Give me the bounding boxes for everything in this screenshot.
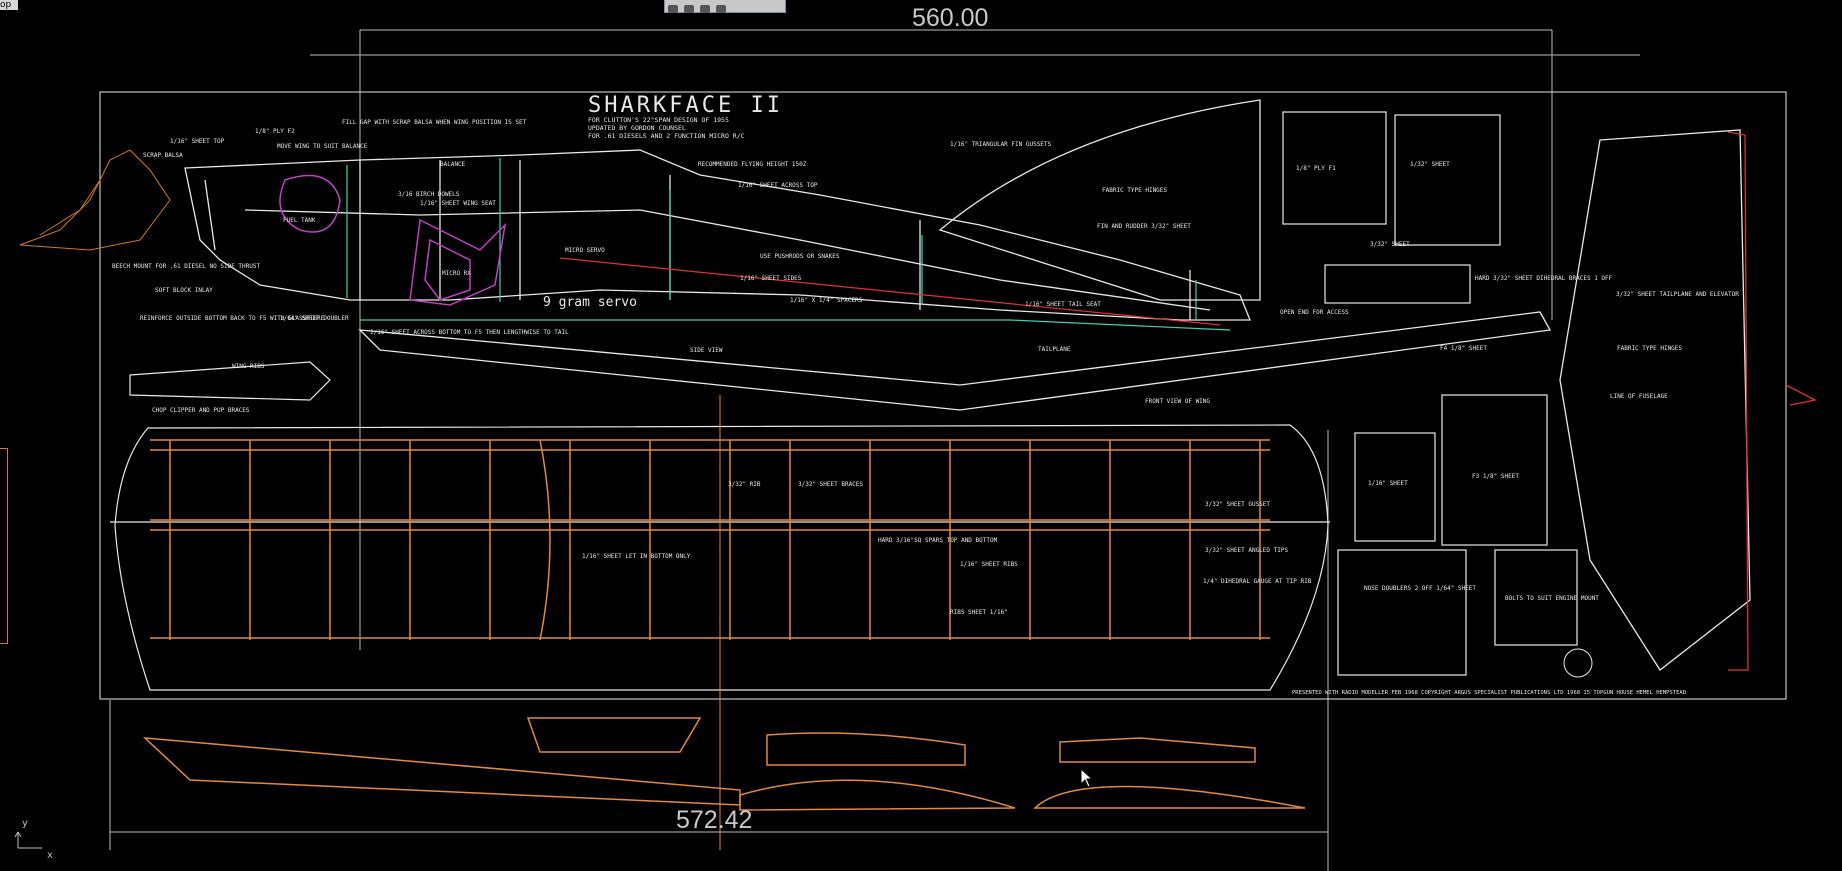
dimension-top-value[interactable]: 560.00 (912, 4, 989, 32)
tail-seat-label: 1/16" SHEET TAIL SEAT (1025, 301, 1101, 308)
dihedral-gauge-label: 1/4" DIHEDRAL GAUGE AT TIP RIB (1203, 578, 1312, 585)
thrust-line (559, 257, 1221, 326)
plan-border (99, 91, 1787, 700)
ply-f1-label: 1/8" PLY F1 (1296, 165, 1336, 172)
pushrods-label: USE PUSHRODS OR SNAKES (760, 253, 840, 260)
sheet-f1-label: 1/32" SHEET (1410, 161, 1450, 168)
doubler-label: 1/64" SHEET DOUBLER (280, 315, 349, 322)
micro-rx-label: MICRO RX (442, 270, 471, 277)
across-bottom-label: 1/16" SHEET ACROSS BOTTOM TO F5 THEN LEN… (370, 329, 569, 336)
credit-line: PRESENTED WITH RADIO MODELLER FEB 1968 C… (1292, 690, 1686, 696)
spacers-label: 1/16" X 1/4" SPACERS (790, 297, 863, 304)
toolbar-tool-icon[interactable] (684, 5, 694, 13)
parts-boxes (1282, 111, 1578, 676)
axis-y-label: y (22, 818, 28, 829)
micro-servo-label: MICRO SERVO (565, 247, 605, 254)
reinforce-label: REINFORCE OUTSIDE BOTTOM BACK TO F5 WITH… (140, 315, 325, 322)
plan-subtitle-3: FOR .61 DIESELS AND 2 FUNCTION MICRO R/C (588, 132, 745, 140)
bottom-parts (142, 717, 1306, 811)
dimension-top (310, 29, 1640, 650)
ribs-sheet-label: RIBS SHEET 1/16" (950, 609, 1008, 616)
toolbar-tool-icon[interactable] (668, 5, 678, 13)
fuselage-magenta-parts (279, 174, 507, 306)
dimension-bottom-value[interactable]: 572.42 (676, 806, 753, 834)
plan-subtitle-2: UPDATED BY GORDON COUNSEL (588, 124, 686, 132)
sheet-sides-label: 1/16" SHEET SIDES (740, 275, 802, 282)
tailplane-elevator-label: 3/32" SHEET TAILPLANE AND ELEVATOR (1616, 291, 1739, 298)
side-view-label: SIDE VIEW (690, 347, 723, 354)
sheet-flat-label: 1/16" SHEET (1368, 480, 1408, 487)
servo-label: 9 gram servo (543, 295, 637, 310)
toolbar-tool-icon[interactable] (716, 5, 726, 13)
wing-ribs-label: WING RIBS (232, 363, 265, 370)
fabric-hinges-tail-label: FABRIC TYPE HINGES (1617, 345, 1682, 352)
balance-label: BALANCE (440, 161, 466, 168)
f3-sheet-label: F3 1/8" SHEET (1472, 473, 1519, 480)
ucs-axis-icon (14, 831, 42, 849)
move-wing-label: MOVE WING TO SUIT BALANCE (277, 143, 368, 150)
tailplane-red-edge (1727, 131, 1817, 671)
axis-x-label: x (47, 850, 53, 861)
viewport-tab-label[interactable]: op (0, 0, 18, 10)
publisher-seal (1563, 648, 1593, 678)
sheet-braces-label: 3/32" SHEET BRACES (798, 481, 863, 488)
plan-title: SHARKFACE II (588, 93, 783, 118)
nose-doublers-label: NOSE DOUBLERS 2 OFF 1/64" SHEET (1364, 585, 1476, 592)
fuel-tank-label: FUEL TANK (283, 217, 316, 224)
sheet-let-label: 1/16" SHEET LET IN BOTTOM ONLY (582, 553, 691, 560)
fin-gussets-label: 1/16" TRIANGULAR FIN GUSSETS (950, 141, 1052, 148)
f4-sheet-label: F4 1/8" SHEET (1440, 345, 1487, 352)
floating-toolbar[interactable] (664, 0, 786, 13)
fuselage-side-view (184, 149, 1251, 321)
fin-rudder-label: FIN AND RUDDER 3/32" SHEET (1097, 223, 1191, 230)
engine-mount-side-label: BEECH MOUNT FOR .61 DIESEL NO SIDE THRUS… (112, 263, 260, 270)
front-view-label: FRONT VIEW OF WING (1145, 398, 1210, 405)
chop-line-label: CHOP CLIPPER AND PUP BRACES (152, 407, 250, 414)
engine-mount-label: BOLTS TO SUIT ENGINE MOUNT (1505, 595, 1599, 602)
sheet-wing-seat-label: 1/16" SHEET WING SEAT (420, 200, 496, 207)
gusset-label: 3/32" SHEET GUSSET (1205, 501, 1270, 508)
toolbar-tool-icon[interactable] (700, 5, 710, 13)
wing-front-view (358, 311, 1552, 411)
open-end-label: OPEN END FOR ACCESS (1280, 309, 1349, 316)
wing-rib-template (129, 361, 331, 401)
cg-label: RECOMMENDED FLYING HEIGHT 150Z (698, 161, 807, 168)
sheet-ribs-label: 1/16" SHEET RIBS (960, 561, 1018, 568)
scrap-balsa-label: SCRAP BALSA (143, 152, 183, 159)
soft-block-label: SOFT BLOCK INLAY (155, 287, 213, 294)
tailplane-label: TAILPLANE (1038, 346, 1071, 353)
hard-sheet-label: HARD 3/32" SHEET DIHEDRAL BRACES 1 OFF (1475, 275, 1613, 282)
fill-gap-label: FILL GAP WITH SCRAP BALSA WHEN WING POSI… (342, 119, 527, 126)
sheet-top-nose-label: 1/16" SHEET TOP (170, 138, 225, 145)
ply-f2-label: 1/8" PLY F2 (255, 128, 295, 135)
plan-subtitle-1: FOR CLUTTON'S 22"SPAN DESIGN OF 1955 (588, 116, 729, 124)
wing-rib-label: 3/32" RIB (728, 481, 761, 488)
spars-label: HARD 3/16"SQ SPARS TOP AND BOTTOM (878, 537, 998, 544)
angled-tips-label: 3/32" SHEET ANGLED TIPS (1205, 547, 1288, 554)
dimension-bottom (109, 430, 1329, 871)
fabric-hinges-label: FABRIC TYPE HINGES (1102, 187, 1167, 194)
birch-dowels-label: 3/16 BIRCH DOWELS (398, 191, 460, 198)
side-panel-edge[interactable] (0, 448, 8, 644)
sheet-top-label: 1/16" SHEET ACROSS TOP (738, 182, 818, 189)
wing-ribs-orange (150, 439, 1270, 641)
sheet-3-32-label: 3/32" SHEET (1370, 241, 1410, 248)
fin-outline (938, 99, 1261, 301)
line-of-fuselage-label: LINE OF FUSELAGE (1610, 393, 1668, 400)
tailplane-plan (1559, 129, 1751, 671)
engine-sketch (19, 149, 171, 251)
